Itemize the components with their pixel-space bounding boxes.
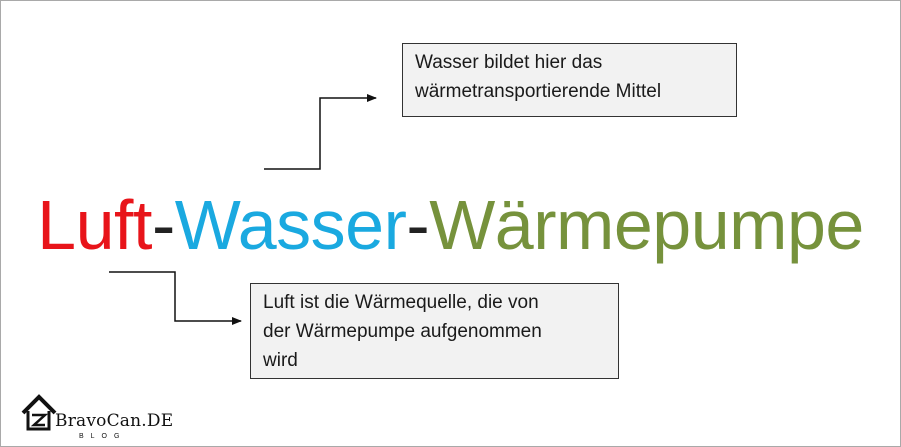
title-dash-1: -: [151, 186, 175, 264]
arrow-to-air-note: [109, 271, 242, 325]
title-dash-2: -: [406, 186, 430, 264]
water-note-line-1: Wasser bildet hier das: [415, 52, 603, 73]
title-waermepumpe: Wärmepumpe: [429, 186, 864, 264]
water-note-line-2: wärmetransportierende Mittel: [415, 81, 662, 102]
heat-pump-title: Luft-Wasser-Wärmepumpe: [1, 187, 900, 263]
title-luft: Luft: [37, 186, 152, 264]
title-wasser: Wasser: [174, 186, 407, 264]
bravocan-logo: BravoCan.DE BLOG: [21, 393, 191, 445]
air-note-box: Luft ist die Wärmequelle, die von der Wä…: [250, 283, 619, 379]
logo-name: BravoCan.DE: [55, 411, 174, 431]
air-note-line-2: der Wärmepumpe aufgenommen: [263, 321, 542, 342]
water-note-box: Wasser bildet hier das wärmetransportier…: [402, 43, 737, 117]
arrow-to-water-note: [264, 94, 377, 170]
air-note-line-1: Luft ist die Wärmequelle, die von: [263, 292, 539, 313]
house-icon: [21, 394, 57, 431]
logo-tagline: BLOG: [79, 433, 127, 440]
air-note-line-3: wird: [263, 350, 298, 371]
